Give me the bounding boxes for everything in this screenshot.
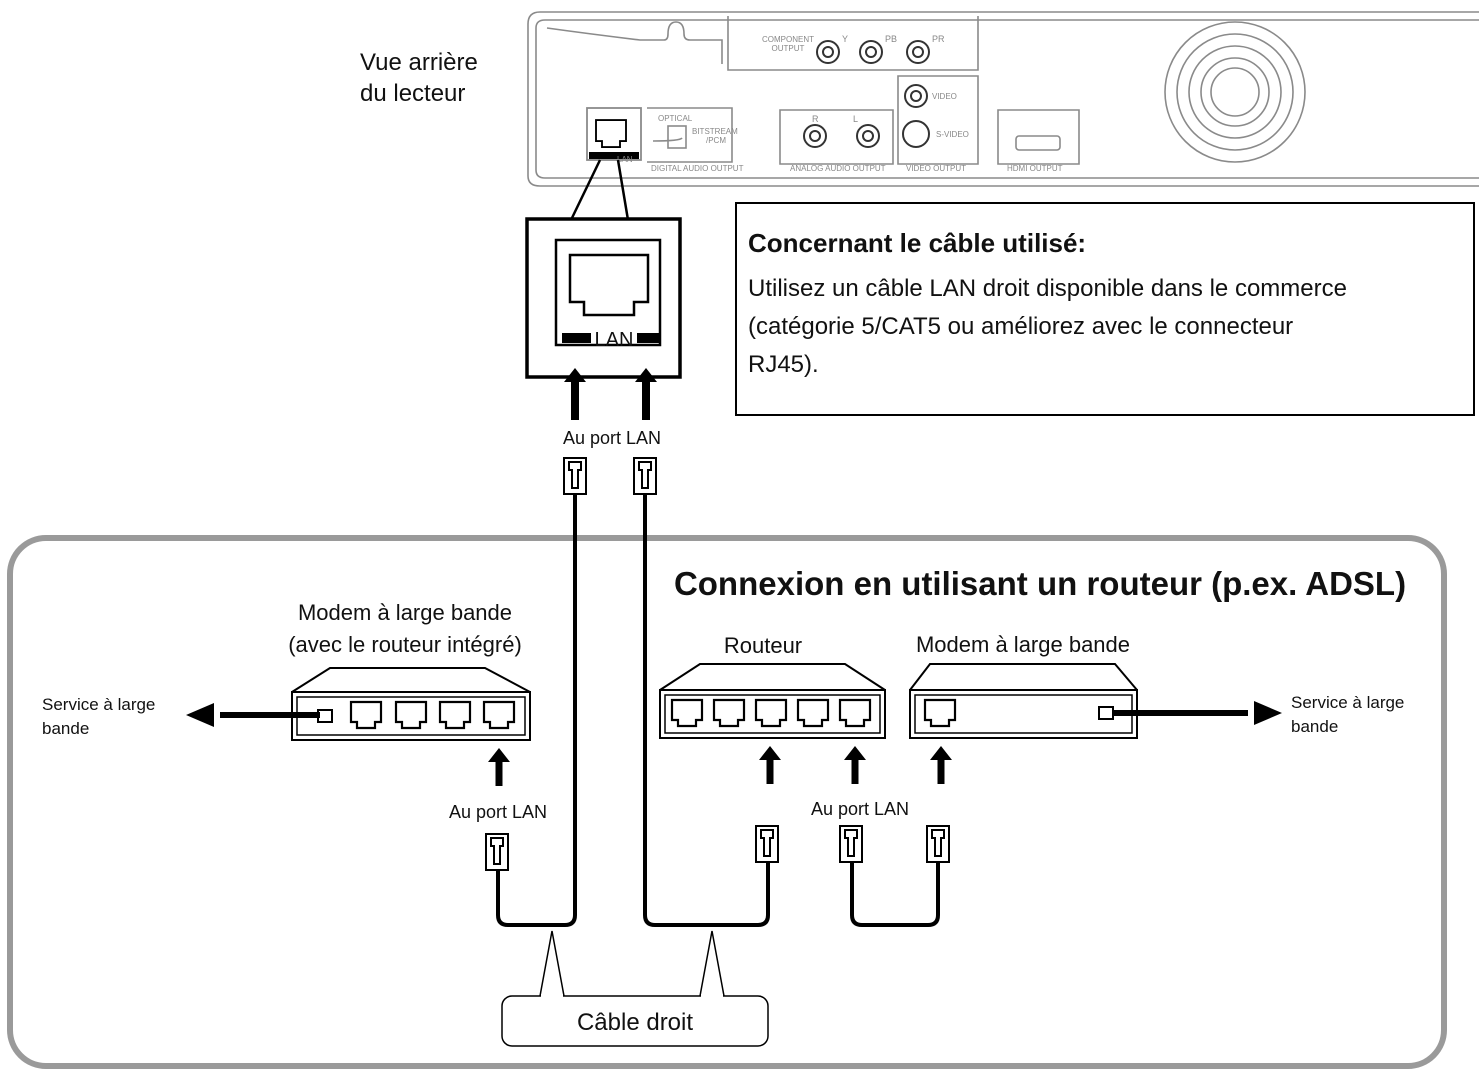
label-optical: OPTICAL <box>658 114 693 123</box>
router-section-frame <box>7 535 1447 1069</box>
label-digital-audio-output: DIGITAL AUDIO OUTPUT <box>651 164 744 173</box>
router-device <box>659 663 886 739</box>
label-pcm: /PCM <box>706 136 726 145</box>
left-service-label-line1: Service à large <box>42 695 155 714</box>
left-service-arrowhead <box>186 703 214 727</box>
rear-view-caption-line2: du lecteur <box>360 80 465 107</box>
plug-top-right <box>633 457 657 495</box>
cables <box>496 494 940 927</box>
arrow-up-router-2 <box>844 746 866 784</box>
arrow-shaft-left <box>571 380 579 420</box>
plug-router-2 <box>839 825 863 863</box>
to-lan-port-label-left: Au port LAN <box>449 802 547 822</box>
modem-device <box>909 663 1138 739</box>
label-bitstream: BITSTREAM <box>692 127 738 136</box>
label-pr: PR <box>932 34 945 44</box>
cable-note-line1: Utilisez un câble LAN droit disponible d… <box>748 275 1347 302</box>
arrow-up-router-1 <box>759 746 781 784</box>
cable-note-line3: RJ45). <box>748 351 819 378</box>
arrow-up-modem-router <box>488 748 510 786</box>
straight-cable-label: Câble droit <box>577 1009 693 1036</box>
cable-note-line2: (catégorie 5/CAT5 ou améliorez avec le c… <box>748 313 1293 340</box>
lan-zoom-callout: LAN <box>525 159 682 379</box>
right-service-label-line2: bande <box>1291 717 1338 736</box>
label-video-output: VIDEO OUTPUT <box>906 164 966 173</box>
arrow-up-modem <box>930 746 952 784</box>
player-lan-port-icon <box>595 119 627 148</box>
rca-jacks <box>803 40 930 148</box>
rear-view-caption-line1: Vue arrière <box>360 49 478 76</box>
label-hdmi-output: HDMI OUTPUT <box>1007 164 1063 173</box>
to-lan-port-label-top: Au port LAN <box>563 428 661 448</box>
label-s-video: S-VIDEO <box>936 130 969 139</box>
player-rear-panel <box>527 11 1479 187</box>
left-service-label-line2: bande <box>42 719 89 738</box>
label-l: L <box>853 114 858 124</box>
right-service-line <box>1112 710 1248 716</box>
right-service-label-line1: Service à large <box>1291 693 1404 712</box>
label-output: OUTPUT <box>772 44 805 53</box>
label-lan-small: LAN <box>617 155 633 164</box>
cable-note-box: Concernant le câble utilisé: Utilisez un… <box>735 202 1475 416</box>
modem-router-label-line1: Modem à large bande <box>298 600 512 625</box>
plug-top-left <box>563 457 587 495</box>
left-service-line <box>220 712 320 718</box>
lan-zoom-label: LAN <box>595 329 634 351</box>
right-service-arrowhead <box>1254 701 1282 725</box>
cable-note-title: Concernant le câble utilisé: <box>748 228 1086 258</box>
label-pb: PB <box>885 34 897 44</box>
arrow-shaft-right <box>642 380 650 420</box>
label-r: R <box>812 114 819 124</box>
label-y: Y <box>842 34 848 44</box>
modem-router-label-line2: (avec le routeur intégré) <box>288 632 522 657</box>
router-section-title: Connexion en utilisant un routeur (p.ex.… <box>674 565 1406 602</box>
to-lan-port-label-right: Au port LAN <box>811 799 909 819</box>
player-lan-label-bar <box>589 152 639 159</box>
label-video: VIDEO <box>932 92 957 101</box>
plug-router-1 <box>755 825 779 863</box>
straight-cable-callout: Câble droit <box>501 930 769 1047</box>
plug-modem-router <box>485 833 509 871</box>
label-component: COMPONENT <box>762 35 814 44</box>
label-analog-audio-output: ANALOG AUDIO OUTPUT <box>790 164 886 173</box>
plug-modem <box>926 825 950 863</box>
modem-label: Modem à large bande <box>916 632 1130 657</box>
router-label: Routeur <box>724 633 802 658</box>
modem-router-device <box>291 667 531 741</box>
